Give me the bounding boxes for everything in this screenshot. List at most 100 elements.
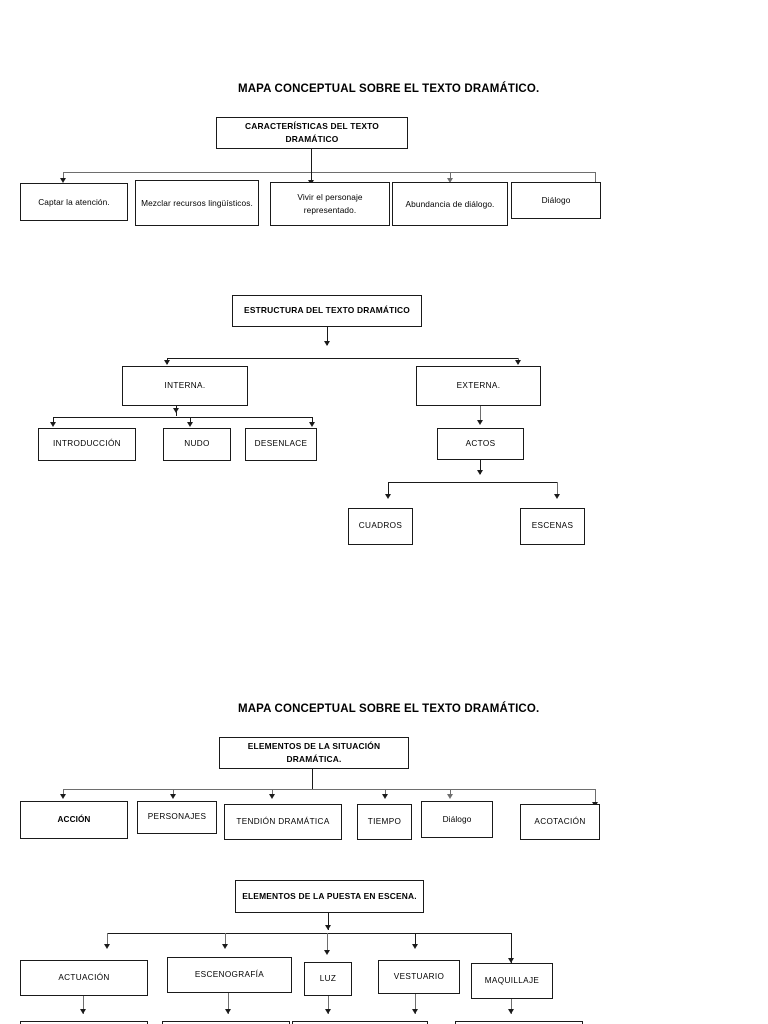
arrow-down-icon — [173, 408, 179, 413]
arrow-down-icon — [324, 950, 330, 955]
connector-drop — [63, 172, 65, 180]
node-clipped-2 — [162, 1021, 290, 1024]
node-caracteristicas-root: CARACTERÍSTICAS DEL TEXTO DRAMÁTICO — [216, 117, 408, 149]
arrow-down-icon — [477, 470, 483, 475]
arrow-down-icon — [477, 420, 483, 425]
connector-stem — [327, 327, 329, 345]
connector-drop — [450, 789, 452, 797]
arrow-down-icon — [325, 1009, 331, 1014]
node-desenlace: DESENLACE — [245, 428, 317, 461]
node-accion: ACCIÓN — [20, 801, 128, 839]
connector-stem — [480, 460, 482, 474]
node-clipped-4 — [455, 1021, 583, 1024]
node-dialogo-situacion: Diálogo — [421, 801, 493, 838]
connector-drop — [388, 482, 390, 496]
connector-stem — [328, 996, 330, 1014]
connector-drop — [272, 789, 274, 797]
arrow-down-icon — [164, 360, 170, 365]
connector-drop — [511, 933, 513, 963]
connector-drop — [595, 789, 597, 805]
arrow-down-icon — [324, 341, 330, 346]
arrow-down-icon — [269, 794, 275, 799]
node-captar-la-atencion: Captar la atención. — [20, 183, 128, 221]
node-dialogo-caracteristicas: Diálogo — [511, 182, 601, 219]
arrow-down-icon — [187, 422, 193, 427]
node-luz: LUZ — [304, 962, 352, 996]
node-cuadros: CUADROS — [348, 508, 413, 545]
connector-drop — [107, 933, 109, 947]
node-escenas: ESCENAS — [520, 508, 585, 545]
connector-stem — [511, 999, 513, 1014]
node-abundancia-de-dialogo: Abundancia de diálogo. — [392, 182, 508, 226]
connector-drop — [327, 933, 329, 953]
page-title-caracteristicas: MAPA CONCEPTUAL SOBRE EL TEXTO DRAMÁTICO… — [238, 83, 540, 95]
node-externa: EXTERNA. — [416, 366, 541, 406]
node-mezclar-recursos: Mezclar recursos lingüísticos. — [135, 180, 259, 226]
arrow-down-icon — [508, 1009, 514, 1014]
arrow-down-icon — [515, 360, 521, 365]
connector-bus — [53, 417, 313, 419]
connector-bus — [107, 933, 512, 935]
node-clipped-3 — [292, 1021, 428, 1024]
arrow-down-icon — [412, 944, 418, 949]
node-estructura-root: ESTRUCTURA DEL TEXTO DRAMÁTICO — [232, 295, 422, 327]
arrow-down-icon — [50, 422, 56, 427]
connector-stem — [83, 996, 85, 1014]
arrow-down-icon — [104, 944, 110, 949]
connector-drop — [557, 482, 559, 496]
arrow-down-icon — [225, 1009, 231, 1014]
connector-drop — [190, 417, 192, 425]
node-actuacion: ACTUACIÓN — [20, 960, 148, 996]
arrow-down-icon — [80, 1009, 86, 1014]
node-interna: INTERNA. — [122, 366, 248, 406]
connector-drop — [595, 172, 597, 190]
node-tiempo: TIEMPO — [357, 804, 412, 840]
arrow-down-icon — [447, 794, 453, 799]
arrow-down-icon — [222, 944, 228, 949]
node-vestuario: VESTUARIO — [378, 960, 460, 994]
connector-drop — [225, 933, 227, 947]
arrow-down-icon — [554, 494, 560, 499]
connector-stem — [228, 993, 230, 1014]
node-actos: ACTOS — [437, 428, 524, 460]
node-nudo: NUDO — [163, 428, 231, 461]
connector-drop — [63, 789, 65, 797]
node-acotacion: ACOTACIÓN — [520, 804, 600, 840]
arrow-down-icon — [170, 794, 176, 799]
connector-stem — [415, 994, 417, 1014]
node-escenografia: ESCENOGRAFÍA — [167, 957, 292, 993]
connector-drop — [311, 172, 313, 182]
connector-bus — [63, 789, 596, 791]
connector-stem — [480, 406, 482, 422]
connector-drop — [312, 417, 314, 425]
arrow-down-icon — [508, 958, 514, 963]
arrow-down-icon — [382, 794, 388, 799]
arrow-down-icon — [309, 422, 315, 427]
arrow-down-icon — [412, 1009, 418, 1014]
node-introduccion: INTRODUCCIÓN — [38, 428, 136, 461]
connector-bus — [388, 482, 558, 484]
connector-drop — [450, 172, 452, 180]
arrow-down-icon — [385, 494, 391, 499]
node-personajes: PERSONAJES — [137, 801, 217, 834]
connector-stem — [312, 769, 314, 790]
arrow-down-icon — [447, 178, 453, 183]
connector-stem — [311, 149, 313, 173]
connector-bus — [63, 172, 595, 174]
arrow-down-icon — [325, 925, 331, 930]
connector-drop — [173, 789, 175, 797]
connector-stem — [328, 913, 330, 930]
node-vivir-el-personaje: Vivir el personaje representado. — [270, 182, 390, 226]
connector-drop — [415, 933, 417, 947]
connector-bus — [167, 358, 519, 360]
node-puesta-root: ELEMENTOS DE LA PUESTA EN ESCENA. — [235, 880, 424, 913]
connector-drop — [385, 789, 387, 797]
node-situacion-root: ELEMENTOS DE LA SITUACIÓN DRAMÁTICA. — [219, 737, 409, 769]
arrow-down-icon — [60, 178, 66, 183]
arrow-down-icon — [60, 794, 66, 799]
connector-drop — [53, 417, 55, 425]
node-maquillaje: MAQUILLAJE — [471, 963, 553, 999]
page-title-situacion: MAPA CONCEPTUAL SOBRE EL TEXTO DRAMÁTICO… — [238, 703, 540, 715]
node-tendion-dramatica: TENDIÓN DRAMÁTICA — [224, 804, 342, 840]
